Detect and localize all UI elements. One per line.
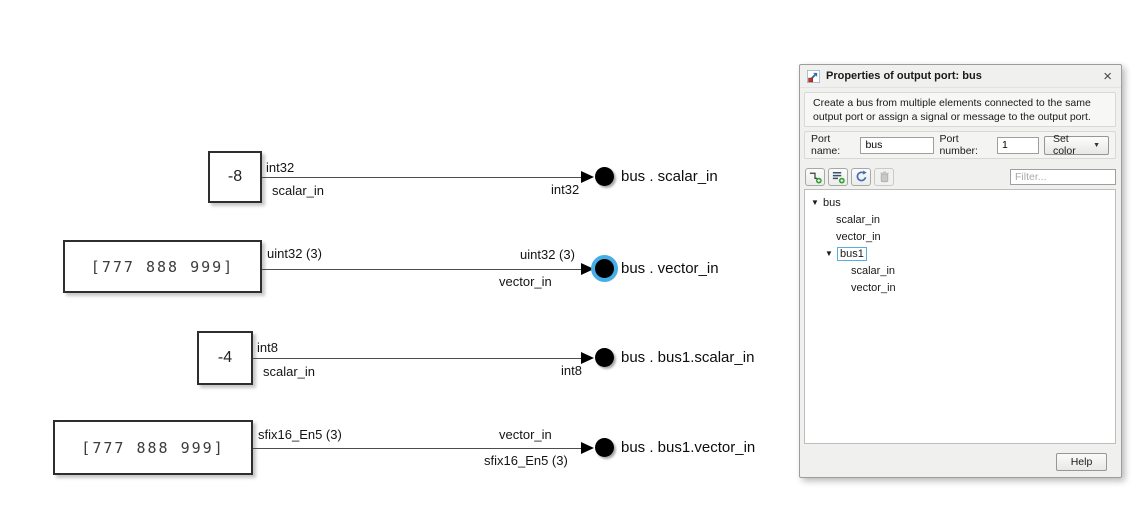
set-color-label: Set color: [1052, 133, 1076, 157]
wire-arrowhead-icon: [581, 171, 594, 183]
signal-type-label: sfix16_En5 (3): [258, 427, 342, 442]
signal-name-label: vector_in: [499, 274, 552, 289]
filter-input[interactable]: [1010, 168, 1116, 185]
wire-arrowhead-icon: [581, 263, 594, 275]
close-icon[interactable]: ×: [1103, 67, 1112, 85]
port-name-label: bus . bus1.scalar_in: [621, 349, 755, 366]
add-signal-icon: [808, 170, 822, 184]
port-name-label: bus . vector_in: [621, 260, 719, 277]
port-properties-icon: [807, 69, 820, 83]
tree-item-scalar-in[interactable]: scalar_in: [805, 211, 1115, 228]
delete-button[interactable]: [874, 167, 894, 186]
port-name-label: bus . bus1.vector_in: [621, 439, 756, 456]
signal-wire[interactable]: [253, 448, 582, 449]
tree-item-bus1-vector-in[interactable]: vector_in: [805, 279, 1115, 296]
tree-item-label: scalar_in: [851, 264, 896, 277]
signal-type-label: int32: [551, 182, 580, 197]
signal-type-label: int8: [561, 363, 582, 378]
constant-block-scalar-1[interactable]: -8: [208, 151, 262, 203]
bus-hierarchy-tree: ▼ bus scalar_in vector_in ▼ bus1 scalar_…: [804, 189, 1116, 444]
constant-block-vector-2[interactable]: [777 888 999]: [53, 420, 253, 475]
tree-item-label: bus: [823, 196, 841, 209]
refresh-icon: [855, 170, 868, 183]
signal-type-label: uint32 (3): [520, 247, 575, 262]
port-settings-row: Port name: Port number: Set color ▼: [804, 131, 1116, 159]
signal-wire[interactable]: [262, 177, 582, 178]
signal-type-label: int8: [257, 340, 278, 355]
tree-item-bus1-scalar-in[interactable]: scalar_in: [805, 262, 1115, 279]
dialog-title: Properties of output port: bus: [826, 70, 982, 82]
tree-item-label: scalar_in: [836, 213, 881, 226]
set-color-button[interactable]: Set color ▼: [1043, 133, 1109, 157]
dialog-description: Create a bus from multiple elements conn…: [804, 92, 1116, 127]
tree-toolbar: [805, 166, 1116, 187]
signal-wire[interactable]: [262, 269, 582, 270]
signal-name-label: scalar_in: [263, 364, 316, 379]
trash-icon: [878, 170, 891, 183]
tree-expand-icon[interactable]: ▼: [825, 249, 833, 258]
dropdown-arrow-icon: ▼: [1093, 141, 1100, 149]
tree-item-label: vector_in: [851, 281, 896, 294]
output-port-vector-in-selected[interactable]: [595, 259, 614, 278]
add-bus-button[interactable]: [828, 167, 848, 186]
tree-expand-icon[interactable]: ▼: [811, 198, 819, 207]
signal-name-label: scalar_in: [272, 183, 325, 198]
tree-item-bus1[interactable]: ▼ bus1: [805, 245, 1115, 262]
tree-item-label-selected: bus1: [837, 246, 867, 261]
port-name-field-label: Port name:: [811, 133, 841, 157]
signal-type-label: int32: [266, 160, 295, 175]
signal-name-label: vector_in: [499, 427, 552, 442]
port-name-input[interactable]: [860, 136, 935, 154]
tree-item-vector-in[interactable]: vector_in: [805, 228, 1115, 245]
port-name-label: bus . scalar_in: [621, 168, 718, 185]
properties-dialog: Properties of output port: bus × Create …: [799, 64, 1122, 478]
tree-item-label: vector_in: [836, 230, 881, 243]
port-number-input[interactable]: [996, 136, 1039, 154]
signal-wire[interactable]: [253, 358, 582, 359]
refresh-button[interactable]: [851, 167, 871, 186]
output-port-bus1-scalar-in[interactable]: [595, 348, 614, 367]
add-bus-icon: [831, 170, 845, 184]
constant-block-scalar-2[interactable]: -4: [197, 331, 253, 385]
output-port-bus1-vector-in[interactable]: [595, 438, 614, 457]
help-button[interactable]: Help: [1056, 453, 1107, 471]
signal-type-label: uint32 (3): [267, 246, 322, 261]
output-port-scalar-in[interactable]: [595, 167, 614, 186]
add-signal-button[interactable]: [805, 167, 825, 186]
constant-block-vector-1[interactable]: [777 888 999]: [63, 240, 262, 293]
port-number-field-label: Port number:: [939, 133, 978, 157]
wire-arrowhead-icon: [581, 352, 594, 364]
signal-type-label: sfix16_En5 (3): [484, 453, 568, 468]
wire-arrowhead-icon: [581, 442, 594, 454]
dialog-titlebar[interactable]: Properties of output port: bus ×: [800, 65, 1121, 88]
tree-item-bus[interactable]: ▼ bus: [805, 194, 1115, 211]
